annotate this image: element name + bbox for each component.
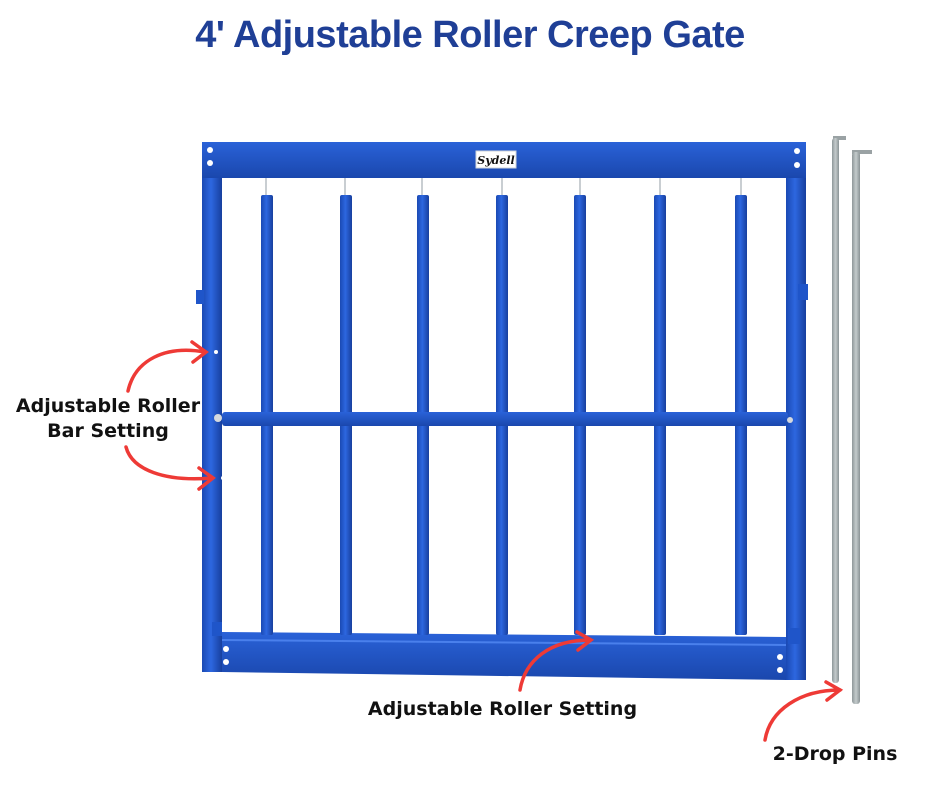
brand-logo: Sydell [475,150,517,169]
callout-roller-setting: Adjustable Roller Setting [367,698,638,720]
gate-frame [196,142,808,680]
callout-roller-bar-line1: Adjustable Roller [15,395,201,417]
drop-pins [832,136,872,704]
callout-roller-bar-line2: Bar Setting [47,420,169,442]
callout-arrows [124,340,844,742]
svg-text:Sydell: Sydell [477,154,514,167]
callout-drop-pins: 2-Drop Pins [772,743,898,765]
page-title: 4' Adjustable Roller Creep Gate [195,14,745,56]
callout-roller-bar-setting: Adjustable Roller Bar Setting [8,394,208,444]
